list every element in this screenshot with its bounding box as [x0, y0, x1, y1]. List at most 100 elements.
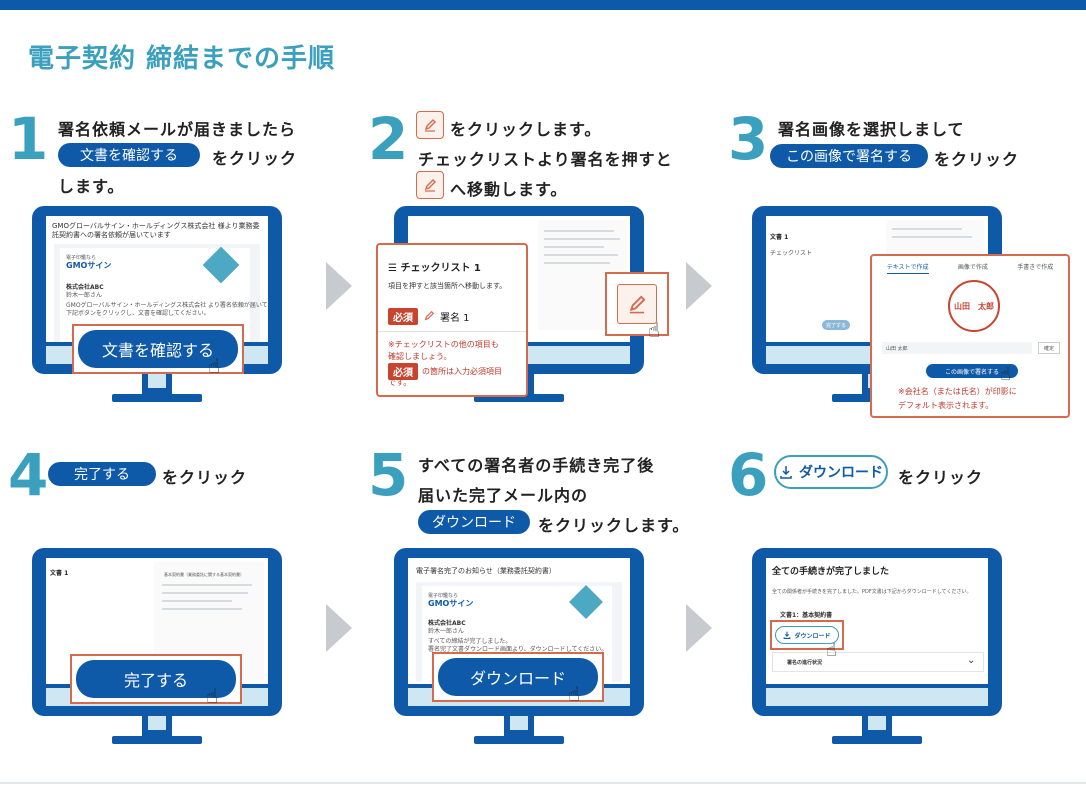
mail-subject: 電子署名完了のお知らせ（業務委託契約書）: [416, 567, 556, 575]
step-5-number: 5: [368, 441, 409, 509]
download-mail-button[interactable]: ダウンロード: [438, 658, 598, 696]
complete-cta-highlight: 完了する: [70, 654, 242, 704]
pen-icon: [423, 307, 435, 326]
logo-small: 電子印鑑なら: [428, 593, 459, 599]
step-6-number: 6: [728, 441, 769, 509]
step-1-number: 1: [8, 105, 49, 173]
doc-label: 文書 1: [50, 570, 69, 577]
sign-item-label: 署名 1: [440, 313, 470, 324]
note-2: 確認しましょう。: [388, 352, 452, 361]
mail-body-2: 署名完了文書ダウンロード画面より、ダウンロードしてください。: [428, 646, 608, 653]
pen-button[interactable]: [617, 284, 657, 324]
step-5-text-3: をクリックします。: [538, 516, 690, 535]
note-4: です。: [388, 378, 412, 387]
confirm-document-pill: 文書を確認する: [58, 143, 200, 167]
person-name: 鈴木一郎さん: [428, 628, 465, 635]
step-1-text-1: 署名依頼メールが届きましたら: [58, 120, 297, 139]
logo-mark: [569, 585, 603, 619]
page-title: 電子契約 締結までの手順: [28, 44, 336, 74]
complete-desc: 全ての関係者が手続きを完了しました。PDF文書は下記からダウンロードしてください…: [772, 589, 972, 595]
complete-button[interactable]: 完了する: [76, 660, 236, 698]
download-outline-pill: ダウンロード: [774, 455, 888, 489]
hand-cursor-icon: ☝: [826, 640, 837, 661]
download-highlight: ダウンロード: [770, 620, 844, 650]
step-5-text-2: 届いた完了メール内の: [418, 486, 589, 505]
required-badge: 必須: [388, 363, 418, 380]
download-cta-highlight: ダウンロード: [432, 652, 604, 702]
download-icon: [784, 631, 791, 639]
logo-mark: [202, 246, 240, 284]
company-name: 株式会社ABC: [66, 284, 104, 291]
status-label: 署名の進行状況: [787, 660, 823, 666]
step-6-text: をクリック: [898, 468, 984, 487]
mail-body-1: GMOグローバルサイン・ホールディングス株式会社 より署名依頼が届いています。: [66, 302, 268, 309]
download-icon: [780, 466, 792, 479]
chevron-down-icon[interactable]: ⌄: [967, 655, 976, 666]
confirm-small-button[interactable]: 確定: [1038, 342, 1060, 354]
note-1: ※チェックリストの他の項目も: [388, 340, 499, 349]
checklist-item-sign[interactable]: 必須 署名 1: [388, 307, 470, 326]
monitor-step-6: 全ての手続きが完了しました 全ての関係者が手続きを完了しました。PDF文書は下記…: [752, 548, 1002, 748]
tab-image[interactable]: 画像で作成: [957, 264, 988, 271]
doc-title: 基本契約書（業務委託に関する基本契約書）: [164, 572, 244, 577]
step-1-text-2: をクリック: [212, 149, 298, 168]
hand-cursor-icon: ☝: [208, 354, 221, 378]
tab-handwrite[interactable]: 手書きで作成: [1017, 264, 1054, 271]
seal-note-2: デフォルト表示されます。: [898, 401, 994, 410]
step-3-text-2: をクリック: [934, 150, 1020, 169]
top-bar: [0, 0, 1086, 10]
download-outline-label: ダウンロード: [799, 465, 883, 481]
pen-icon: [416, 111, 444, 139]
sign-with-image-button[interactable]: この画像で署名する: [926, 364, 1018, 378]
download-pill: ダウンロード: [418, 510, 530, 534]
confirm-document-button[interactable]: 文書を確認する: [78, 330, 238, 368]
step-2-number: 2: [368, 105, 409, 173]
complete-button-small[interactable]: 完了する: [822, 320, 850, 330]
person-name: 鈴木一郎さん: [66, 292, 103, 299]
checklist-label: チェックリスト: [770, 250, 813, 257]
arrow-icon: [686, 262, 712, 310]
step-4-text: をクリック: [162, 468, 248, 487]
download-button[interactable]: ダウンロード: [775, 626, 839, 644]
mail-cta-highlight: 文書を確認する: [72, 324, 244, 374]
logo-small: 電子印鑑なら: [66, 255, 97, 261]
step-3-number: 3: [728, 105, 769, 173]
step-1-text-3: します。: [58, 177, 125, 196]
pen-icon: [629, 295, 646, 314]
bottom-divider: [0, 782, 1086, 784]
step-4-number: 4: [8, 441, 49, 509]
hand-cursor-icon: ☝: [648, 318, 661, 342]
mail-body-2: 下記ボタンをクリックし、文書を確認してください。: [66, 310, 210, 317]
seal-note-1: ※会社名（または氏名）が印影に: [898, 387, 1017, 396]
doc-label: 文書 1: [770, 234, 789, 241]
checklist-title: チェックリスト 1: [400, 263, 481, 274]
monitor-step-4: 文書 1 基本契約書（業務委託に関する基本契約書） 完了する ☝: [32, 548, 282, 748]
arrow-icon: [686, 604, 712, 652]
tab-text[interactable]: テキストで作成: [886, 262, 929, 274]
hand-cursor-icon: ☝: [1000, 364, 1011, 385]
list-icon: ☰: [388, 263, 397, 274]
complete-heading: 全ての手続きが完了しました: [772, 567, 890, 577]
step-3-text-1: 署名画像を選択しまして: [778, 120, 965, 139]
sign-with-image-pill: この画像で署名する: [770, 144, 928, 168]
company-name: 株式会社ABC: [428, 620, 466, 627]
doc-name: 文書1：基本契約書: [780, 612, 833, 619]
download-button-label: ダウンロード: [794, 632, 831, 640]
step-2-text-1: をクリックします。: [450, 120, 602, 139]
monitor-step-1: GMOグローバルサイン・ホールディングス株式会社 様より業務委託契約書への署名依…: [32, 206, 282, 406]
arrow-icon: [326, 604, 352, 652]
pen-button-highlight: [605, 272, 669, 336]
checklist-desc: 項目を押すと該当箇所へ移動します。: [388, 282, 507, 290]
sign-image-popup: テキストで作成 画像で作成 手書きで作成 山田 太郎 山田 太郎 確定 この画像…: [870, 254, 1070, 418]
gmo-logo: GMOサイン: [66, 261, 112, 270]
note-3: の箇所は入力必須項目: [422, 367, 502, 376]
required-badge: 必須: [388, 308, 418, 325]
arrow-icon: [326, 262, 352, 310]
mail-body-1: すべての締結が完了しました。: [428, 638, 512, 645]
seal-image[interactable]: 山田 太郎: [948, 280, 1000, 332]
name-input[interactable]: 山田 太郎: [882, 342, 1032, 354]
step-5-text-1: すべての署名者の手続き完了後: [418, 456, 655, 475]
gmo-logo: GMOサイン: [428, 599, 474, 608]
mail-subject: GMOグローバルサイン・ホールディングス株式会社 様より業務委託契約書への署名依…: [52, 222, 260, 239]
checklist-popup: ☰ チェックリスト 1 項目を押すと該当箇所へ移動します。 必須 署名 1 ※チ…: [376, 243, 528, 397]
